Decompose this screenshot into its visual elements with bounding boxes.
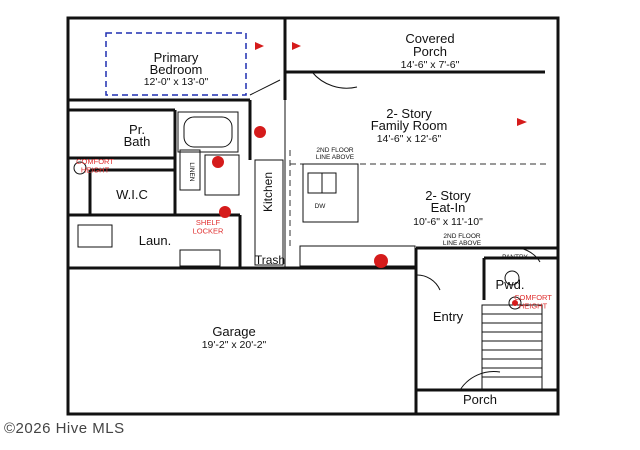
- bathtub: [177, 111, 239, 153]
- porch-name: Porch: [463, 392, 497, 407]
- stairs: [481, 304, 543, 391]
- laundry-counter: [179, 249, 221, 267]
- wic-name: W.I.C: [116, 187, 148, 202]
- powder-sink: [504, 270, 520, 286]
- counter-bottom: [299, 245, 416, 267]
- tray-ceiling-outline: [105, 32, 247, 96]
- interior-walls: [68, 18, 558, 414]
- family-room-dims: 14'-6" x 12'-6": [377, 133, 442, 145]
- powder-name: Pwd.: [496, 277, 525, 292]
- washer: [77, 224, 113, 248]
- red-markers: [212, 42, 527, 306]
- eat-in-dims: 10'-6" x 11'-10": [413, 216, 483, 228]
- watermark: ©2026 Hive MLS: [4, 420, 125, 437]
- pantry-name: PANTRY: [502, 254, 528, 261]
- entry-name: Entry: [433, 309, 464, 324]
- garage-name: Garage: [212, 324, 255, 339]
- dishwasher-label: DW: [315, 203, 327, 210]
- vanity: [204, 154, 240, 196]
- linen-label: LINEN: [188, 162, 195, 181]
- garage-dims: 19'-2" x 20'-2": [202, 339, 267, 351]
- kitchen-island: [302, 163, 359, 223]
- primary-bedroom-dims: 12'-0" x 13'-0": [144, 76, 209, 88]
- pr-bath-name: Pr.Bath: [124, 122, 151, 149]
- covered-porch-dims: 14'-6" x 7'-6": [401, 59, 460, 71]
- trash-name: Trash: [255, 253, 285, 267]
- linen-closet: [179, 149, 201, 191]
- door-swings: [249, 71, 541, 391]
- toilet-pr-bath: [73, 161, 87, 175]
- counter-left: [254, 159, 284, 266]
- toilet-powder: [508, 296, 522, 310]
- laundry-name: Laun.: [139, 233, 172, 248]
- kitchen-name: Kitchen: [261, 172, 275, 212]
